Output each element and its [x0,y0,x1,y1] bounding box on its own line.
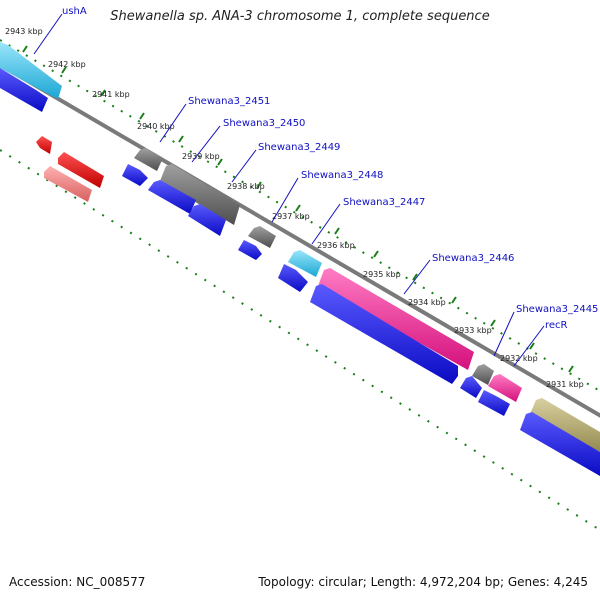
map-title: Shewanella sp. ANA-3 chromosome 1, compl… [110,9,490,24]
gene-olive[interactable] [530,398,600,452]
gene-shewana3-2448[interactable] [248,226,276,248]
gene-label: Shewana3_2446 [432,253,514,264]
tick-label: 2941 kbp [92,90,130,99]
gene-label: Shewana3_2449 [258,142,340,153]
gene-label: Shewana3_2450 [223,118,305,129]
gene-blue-5[interactable] [238,240,262,260]
gene-blue-7[interactable] [310,284,458,384]
tick-label: 2932 kbp [500,354,538,363]
forward-genes [0,42,600,452]
gene-shewana3-2447[interactable] [288,250,322,277]
gene-blue-1[interactable] [0,68,48,112]
reverse-genes [36,136,104,202]
tick-label: 2936 kbp [317,241,355,250]
gene-label: recR [545,320,568,331]
gene-red-1[interactable] [36,136,52,154]
tick-label: 2934 kbp [408,298,446,307]
gene-label: Shewana3_2451 [188,96,270,107]
gene-blue-3[interactable] [148,180,196,214]
gene-salmon-1[interactable] [44,166,92,202]
tick-label: 2942 kbp [48,60,86,69]
tick-label: 2939 kbp [182,152,220,161]
gene-blue-9[interactable] [478,390,510,416]
gene-label: ushA [62,6,87,17]
gene-label: Shewana3_2448 [301,170,383,181]
tick-label: 2931 kbp [546,380,584,389]
gene-blue-8[interactable] [460,376,482,398]
gene-shewana3-2445[interactable] [472,364,494,385]
gene-blue-2[interactable] [122,164,148,186]
genome-summary-text: Topology: circular; Length: 4,972,204 bp… [258,575,588,589]
gene-blue-4[interactable] [188,204,226,236]
tick-label: 2938 kbp [227,182,265,191]
tick-label: 2937 kbp [272,212,310,221]
blue-genes [0,68,600,476]
gene-blue-6[interactable] [278,264,308,292]
tick-label: 2940 kbp [137,122,175,131]
tick-labels: 2943 kbp 2942 kbp 2941 kbp 2940 kbp 2939… [5,27,584,389]
gene-recR[interactable] [488,374,522,402]
gene-blue-10[interactable] [520,412,600,476]
accession-text: Accession: NC_008577 [9,575,146,589]
tick-label: 2943 kbp [5,27,43,36]
gene-shewana3-2450[interactable] [160,164,240,225]
chromosome-backbone [0,5,600,429]
gene-shewana3-2451[interactable] [134,148,163,171]
gene-shewana3-2446[interactable] [318,268,474,370]
gene-ushA[interactable] [0,42,62,99]
gene-red-2[interactable] [58,152,104,188]
gene-labels: ushA Shewana3_2451 Shewana3_2450 Shewana… [33,6,598,367]
gene-label: Shewana3_2445 [516,304,598,315]
tick-label: 2933 kbp [454,326,492,335]
major-ticks [22,45,574,373]
tick-label: 2935 kbp [363,270,401,279]
gene-label: Shewana3_2447 [343,197,425,208]
